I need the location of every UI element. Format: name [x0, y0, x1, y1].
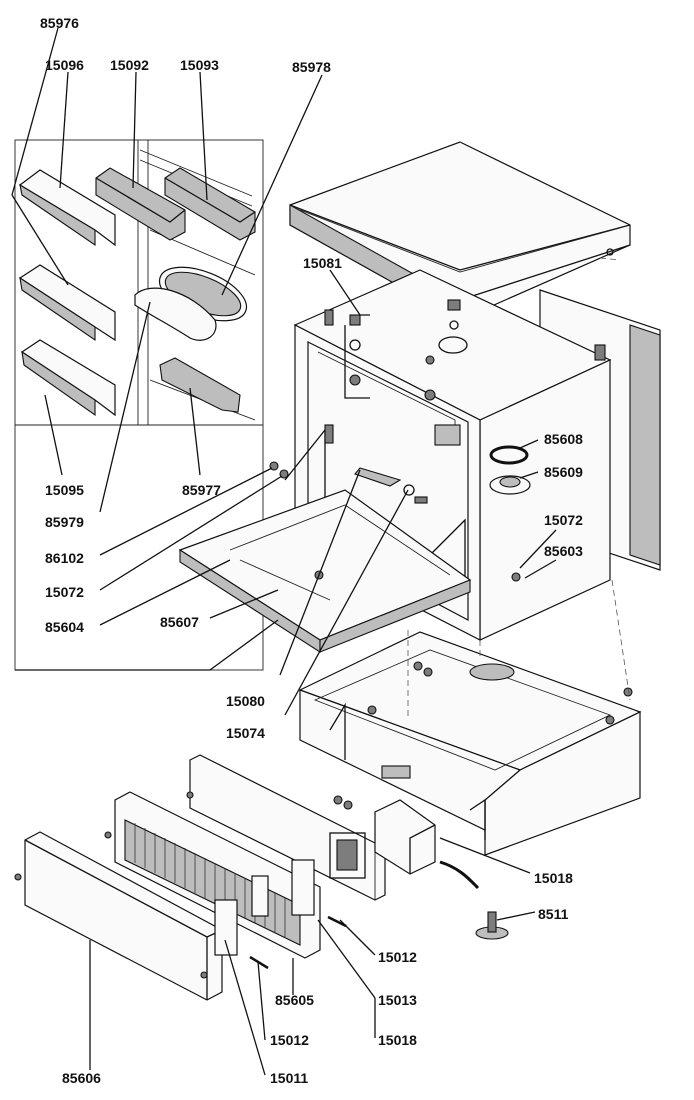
label-15074: 15074 — [226, 725, 265, 741]
label-8511: 8511 — [538, 906, 569, 922]
label-15072-right: 15072 — [544, 512, 583, 528]
label-15011: 15011 — [270, 1070, 308, 1086]
cabinet-body — [178, 269, 612, 654]
label-86102: 86102 — [45, 550, 84, 566]
gasket-85979 — [134, 287, 217, 341]
leader-lines — [11, 27, 631, 1076]
handle-85977 — [159, 357, 241, 413]
part-labels: 85976 15096 15092 15093 85978 15081 8560… — [40, 15, 583, 1086]
handle-15095 — [20, 339, 116, 417]
base-frame — [298, 631, 642, 856]
label-85605: 85605 — [275, 992, 314, 1008]
handle-15093 — [164, 167, 256, 241]
cap-85609 — [489, 475, 531, 495]
label-85976: 85976 — [40, 15, 79, 31]
label-15096: 15096 — [45, 57, 84, 73]
label-85979: 85979 — [45, 514, 84, 530]
label-15013: 15013 — [378, 992, 417, 1008]
label-85608: 85608 — [544, 431, 583, 447]
label-15092: 15092 — [110, 57, 149, 73]
label-85603: 85603 — [544, 543, 583, 559]
inner-kick-panel — [186, 754, 386, 901]
label-15072-left: 15072 — [45, 584, 84, 600]
hinge-bracket-15018 — [333, 795, 480, 890]
label-15018-right: 15018 — [534, 870, 573, 886]
handle-15096 — [18, 169, 116, 247]
label-15012-lower: 15012 — [270, 1032, 309, 1048]
label-85977: 85977 — [182, 482, 221, 498]
label-15095: 15095 — [45, 482, 84, 498]
grille-panel — [104, 791, 321, 959]
handle-85976-upper — [18, 264, 116, 342]
handle-15092 — [95, 167, 186, 241]
label-15012-right: 15012 — [378, 949, 417, 965]
label-85607: 85607 — [160, 614, 199, 630]
clips — [214, 859, 347, 970]
label-15081: 15081 — [303, 255, 342, 271]
label-15093: 15093 — [180, 57, 219, 73]
label-85978: 85978 — [292, 59, 331, 75]
label-85606: 85606 — [62, 1070, 101, 1086]
label-85609: 85609 — [544, 464, 583, 480]
foot-8511 — [475, 911, 509, 940]
label-85604: 85604 — [45, 619, 84, 635]
label-15018-lower: 15018 — [378, 1032, 417, 1048]
filter-ring-85608 — [489, 445, 529, 465]
label-15080: 15080 — [226, 693, 265, 709]
